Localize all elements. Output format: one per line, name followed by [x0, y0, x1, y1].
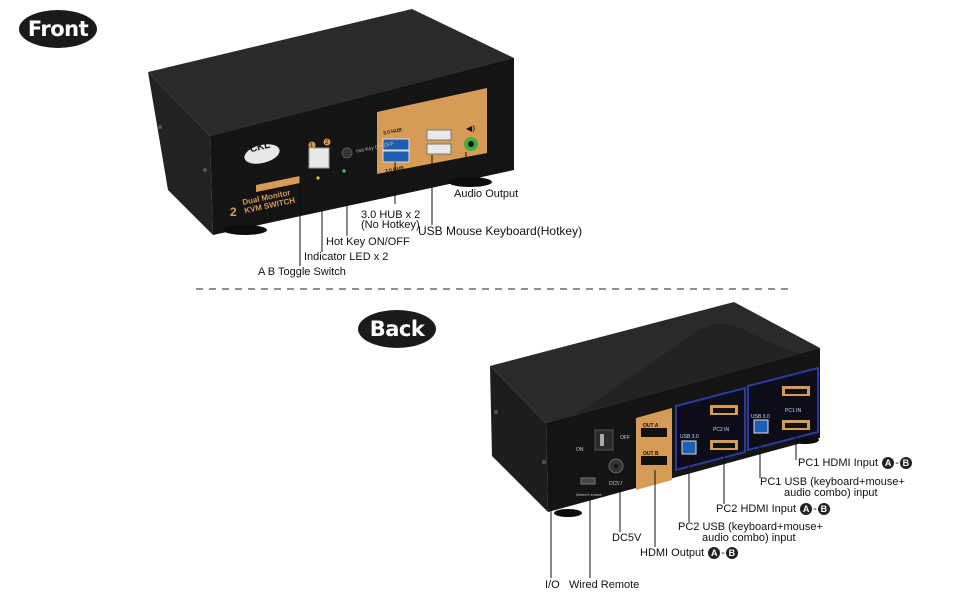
badge-a-icon: A [800, 503, 813, 516]
label-hub-line1: 3.0 HUB x 2 [361, 209, 421, 221]
label-hdmi-output: HDMI Output A-B [640, 547, 739, 560]
brand-logo [244, 144, 280, 164]
label-hub-line2: (No Hotkey) [361, 219, 420, 231]
label-hdmi-output-text: HDMI Output [640, 547, 705, 559]
usb-keyboard-port [426, 129, 452, 141]
label-pc2-usb-line1: PC2 USB (keyboard+mouse+ [678, 521, 823, 533]
badge-a-icon: A [882, 457, 895, 470]
back-off-text: OFF [620, 435, 630, 441]
label-dc5v: DC5V [612, 532, 642, 544]
ab-toggle-button [308, 147, 330, 169]
led-1-number: 1 [310, 143, 314, 149]
back-dc5v-text: DC5V [609, 481, 623, 487]
front-device-top [148, 9, 514, 136]
label-toggle-switch: A B Toggle Switch [258, 266, 346, 278]
label-io: I/O [545, 579, 560, 591]
label-pc1-usb-line1: PC1 USB (keyboard+mouse+ [760, 476, 905, 488]
label-pc1-usb-line2: audio combo) input [784, 487, 878, 499]
usb3-port-1 [382, 138, 410, 151]
label-audio-output: Audio Output [454, 188, 519, 200]
usb3-port-2 [382, 150, 410, 163]
front-heading: Front [19, 10, 97, 48]
badge-b-icon: B [817, 503, 830, 516]
port-count: 2 [230, 205, 237, 219]
label-pc1-hdmi-text: PC1 HDMI Input [798, 457, 879, 469]
hdmi-out-b-port [641, 456, 667, 465]
label-indicator-led: Indicator LED x 2 [304, 251, 389, 263]
label-pc2-hdmi-text: PC2 HDMI Input [716, 503, 797, 515]
back-pc2-in-text: PC2 IN [713, 427, 730, 433]
badge-b-icon: B [725, 547, 738, 560]
label-pc2-hdmi: PC2 HDMI Input A-B [716, 503, 831, 516]
badge-a-icon: A [708, 547, 721, 560]
led-2-number: 2 [325, 140, 329, 146]
back-usb30-right-text: USB 3.0 [751, 414, 770, 420]
back-pc1-in-text: PC1 IN [785, 408, 802, 414]
label-pc1-hdmi: PC1 HDMI Input A-B [798, 457, 913, 470]
led-indicator-1 [316, 176, 320, 180]
wired-remote-port [580, 477, 596, 485]
pc2-usb-port [681, 440, 697, 455]
back-heading: Back [358, 310, 436, 348]
hdmi-out-a-port [641, 428, 667, 437]
label-pc2-usb-line2: audio combo) input [702, 532, 796, 544]
back-device-side [490, 366, 548, 512]
back-on-text: ON [576, 447, 584, 453]
front-device-side [148, 72, 213, 235]
led-indicator-2 [342, 169, 346, 173]
back-out-a-text: OUT A [643, 423, 659, 429]
badge-b-icon: B [899, 457, 912, 470]
label-wired-remote: Wired Remote [569, 579, 640, 591]
usb-mouse-port [426, 143, 452, 155]
speaker-icon: ◀) [466, 124, 475, 133]
back-out-b-text: OUT B [643, 451, 659, 457]
pc1-usb-port [753, 419, 769, 434]
label-hot-key: Hot Key ON/OFF [326, 236, 410, 248]
back-wired-remote-text: Wired Remote [576, 492, 602, 497]
back-usb30-left-text: USB 3.0 [680, 434, 699, 440]
label-usb-mouse-keyboard: USB Mouse Keyboard(Hotkey) [418, 224, 583, 238]
